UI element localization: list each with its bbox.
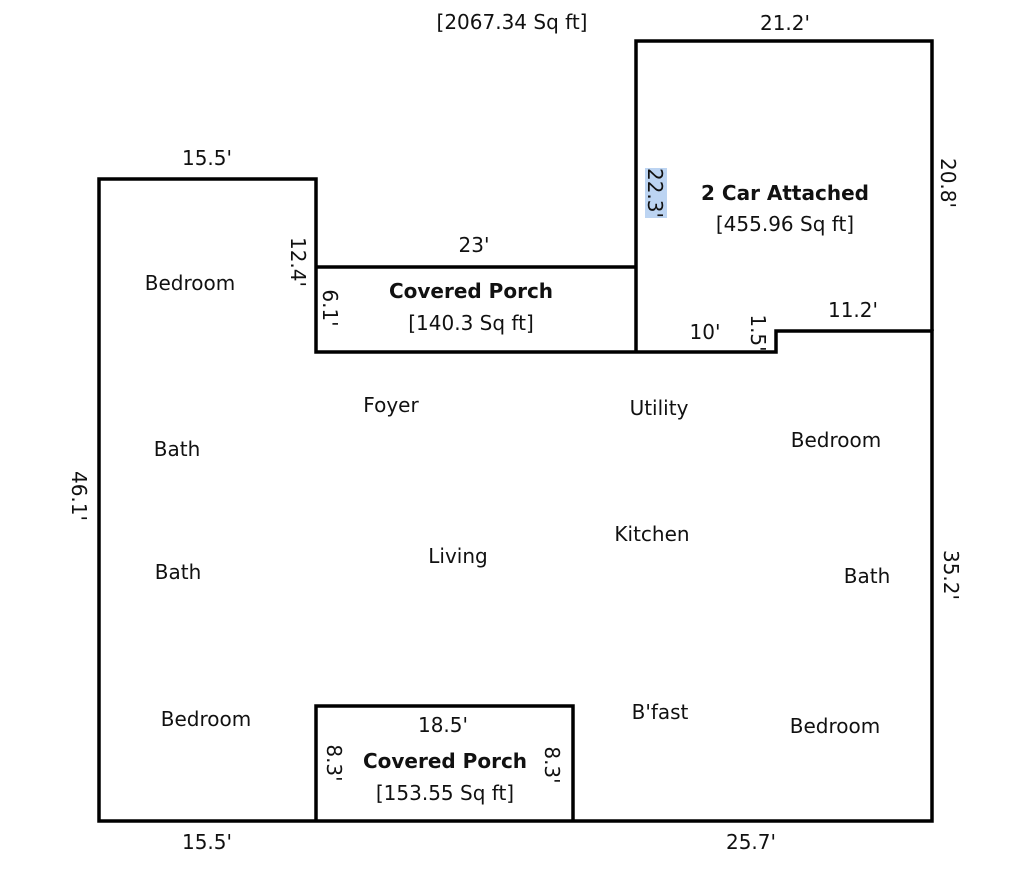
garage-outline	[634, 39, 934, 352]
dim-porch-bottom-left-height: 8.3'	[322, 744, 346, 781]
room-foyer: Foyer	[363, 393, 419, 417]
dim-highlight	[645, 168, 667, 218]
porch-top-area: [140.3 Sq ft]	[408, 311, 534, 335]
dim-left-notch-height: 12.4'	[286, 237, 310, 287]
room-bedroom-e: Bedroom	[791, 428, 881, 452]
garage-title: 2 Car Attached	[701, 181, 869, 205]
dim-porch-bottom-right-height: 8.3'	[540, 746, 564, 783]
room-bedroom-se: Bedroom	[790, 714, 880, 738]
room-bath-w1: Bath	[154, 437, 201, 461]
room-bath-e: Bath	[844, 564, 891, 588]
garage-area: [455.96 Sq ft]	[716, 212, 854, 236]
dim-right-height: 35.2'	[939, 550, 963, 600]
room-bath-w2: Bath	[155, 560, 202, 584]
dim-garage-width: 21.2'	[760, 11, 810, 35]
dim-top-left-width: 15.5'	[182, 146, 232, 170]
room-living: Living	[428, 544, 487, 568]
room-bfast: B'fast	[632, 700, 689, 724]
room-bedroom-nw: Bedroom	[145, 271, 235, 295]
dim-garage-step-height: 1.5'	[746, 314, 770, 351]
dim-garage-right-height: 20.8'	[936, 158, 960, 208]
dim-left-height: 46.1'	[67, 471, 91, 521]
room-utility: Utility	[630, 396, 689, 420]
dim-porch-bottom-width: 18.5'	[418, 713, 468, 737]
dim-porch-top-depth: 6.1'	[318, 289, 342, 326]
dim-bottom-left-width: 15.5'	[182, 830, 232, 854]
total-area-label: [2067.34 Sq ft]	[437, 10, 588, 34]
dim-garage-step-width: 10'	[690, 320, 721, 344]
dim-garage-right-width: 11.2'	[828, 298, 878, 322]
porch-top-title: Covered Porch	[389, 279, 553, 303]
dim-garage-inner-height: 22.3'	[643, 168, 667, 218]
dim-porch-top-width: 23'	[459, 233, 490, 257]
porch-bottom-outline	[314, 704, 575, 821]
porch-bottom-area: [153.55 Sq ft]	[376, 781, 514, 805]
room-kitchen: Kitchen	[614, 522, 689, 546]
porch-bottom-title: Covered Porch	[363, 749, 527, 773]
room-bedroom-sw: Bedroom	[161, 707, 251, 731]
dim-bottom-right-width: 25.7'	[726, 830, 776, 854]
